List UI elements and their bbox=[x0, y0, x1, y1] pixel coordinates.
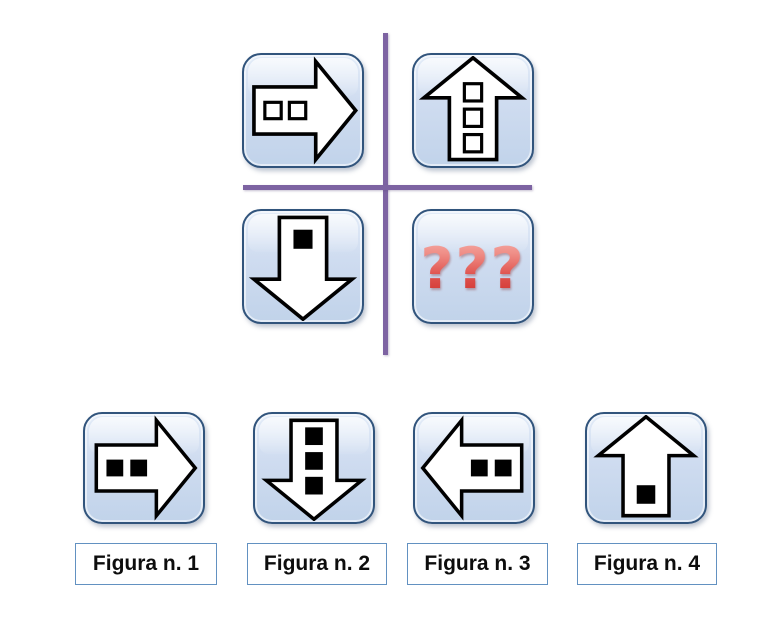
arrow-right-icon bbox=[245, 56, 361, 165]
arrow-down-icon bbox=[245, 212, 361, 321]
arrow-right-icon bbox=[86, 415, 202, 521]
divider-vertical bbox=[383, 33, 388, 355]
divider-horizontal bbox=[243, 185, 532, 190]
puzzle-cell-top-left bbox=[242, 53, 364, 168]
answer-tile-2[interactable] bbox=[253, 412, 375, 524]
answer-label-4[interactable]: Figura n. 4 bbox=[577, 543, 717, 585]
answer-tile-1[interactable] bbox=[83, 412, 205, 524]
answer-tile-4[interactable] bbox=[585, 412, 707, 524]
puzzle-cell-unknown: ??? bbox=[412, 209, 534, 324]
arrow-left-icon bbox=[416, 415, 532, 521]
answer-label-1[interactable]: Figura n. 1 bbox=[75, 543, 217, 585]
answer-label-2[interactable]: Figura n. 2 bbox=[247, 543, 387, 585]
question-marks-text: ??? bbox=[420, 236, 526, 302]
puzzle-cell-bottom-left bbox=[242, 209, 364, 324]
puzzle-cell-top-right bbox=[412, 53, 534, 168]
answer-tile-3[interactable] bbox=[413, 412, 535, 524]
answer-label-3[interactable]: Figura n. 3 bbox=[407, 543, 548, 585]
arrow-up-icon bbox=[588, 415, 704, 521]
arrow-down-icon bbox=[256, 415, 372, 521]
arrow-up-icon bbox=[415, 56, 531, 165]
